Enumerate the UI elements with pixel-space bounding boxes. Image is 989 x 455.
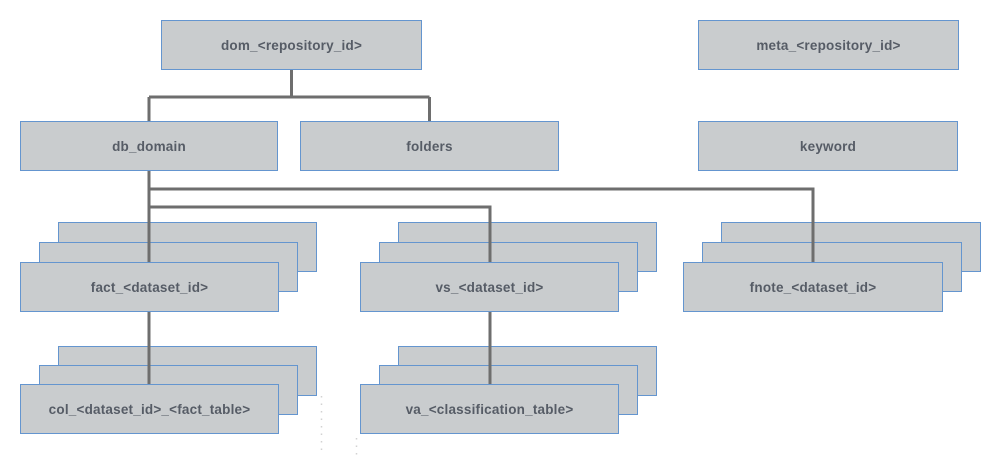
node-label: meta_<repository_id> [756,37,901,53]
page-break-line [320,396,358,455]
node-label: dom_<repository_id> [220,37,363,53]
node-vs-dataset: vs_<dataset_id> [360,262,619,312]
node-label: fnote_<dataset_id> [749,279,877,295]
node-keyword: keyword [698,121,958,171]
node-db-domain: db_domain [20,121,278,171]
node-fact-dataset: fact_<dataset_id> [20,262,279,312]
node-col-dataset-fact-table: col_<dataset_id>_<fact_table> [20,384,279,434]
edge-dom-children [147,70,431,121]
node-label: folders [406,138,453,154]
node-label: va_<classification_table> [405,401,574,417]
node-meta-repository: meta_<repository_id> [698,20,959,70]
node-label: keyword [799,138,857,154]
node-label: fact_<dataset_id> [90,279,209,295]
node-label: db_domain [112,138,186,154]
node-fnote-dataset: fnote_<dataset_id> [683,262,943,312]
node-va-classification-table: va_<classification_table> [360,384,619,434]
node-folders: folders [300,121,559,171]
node-dom-repository: dom_<repository_id> [161,20,422,70]
node-label: col_<dataset_id>_<fact_table> [48,401,251,417]
node-label: vs_<dataset_id> [435,279,544,295]
